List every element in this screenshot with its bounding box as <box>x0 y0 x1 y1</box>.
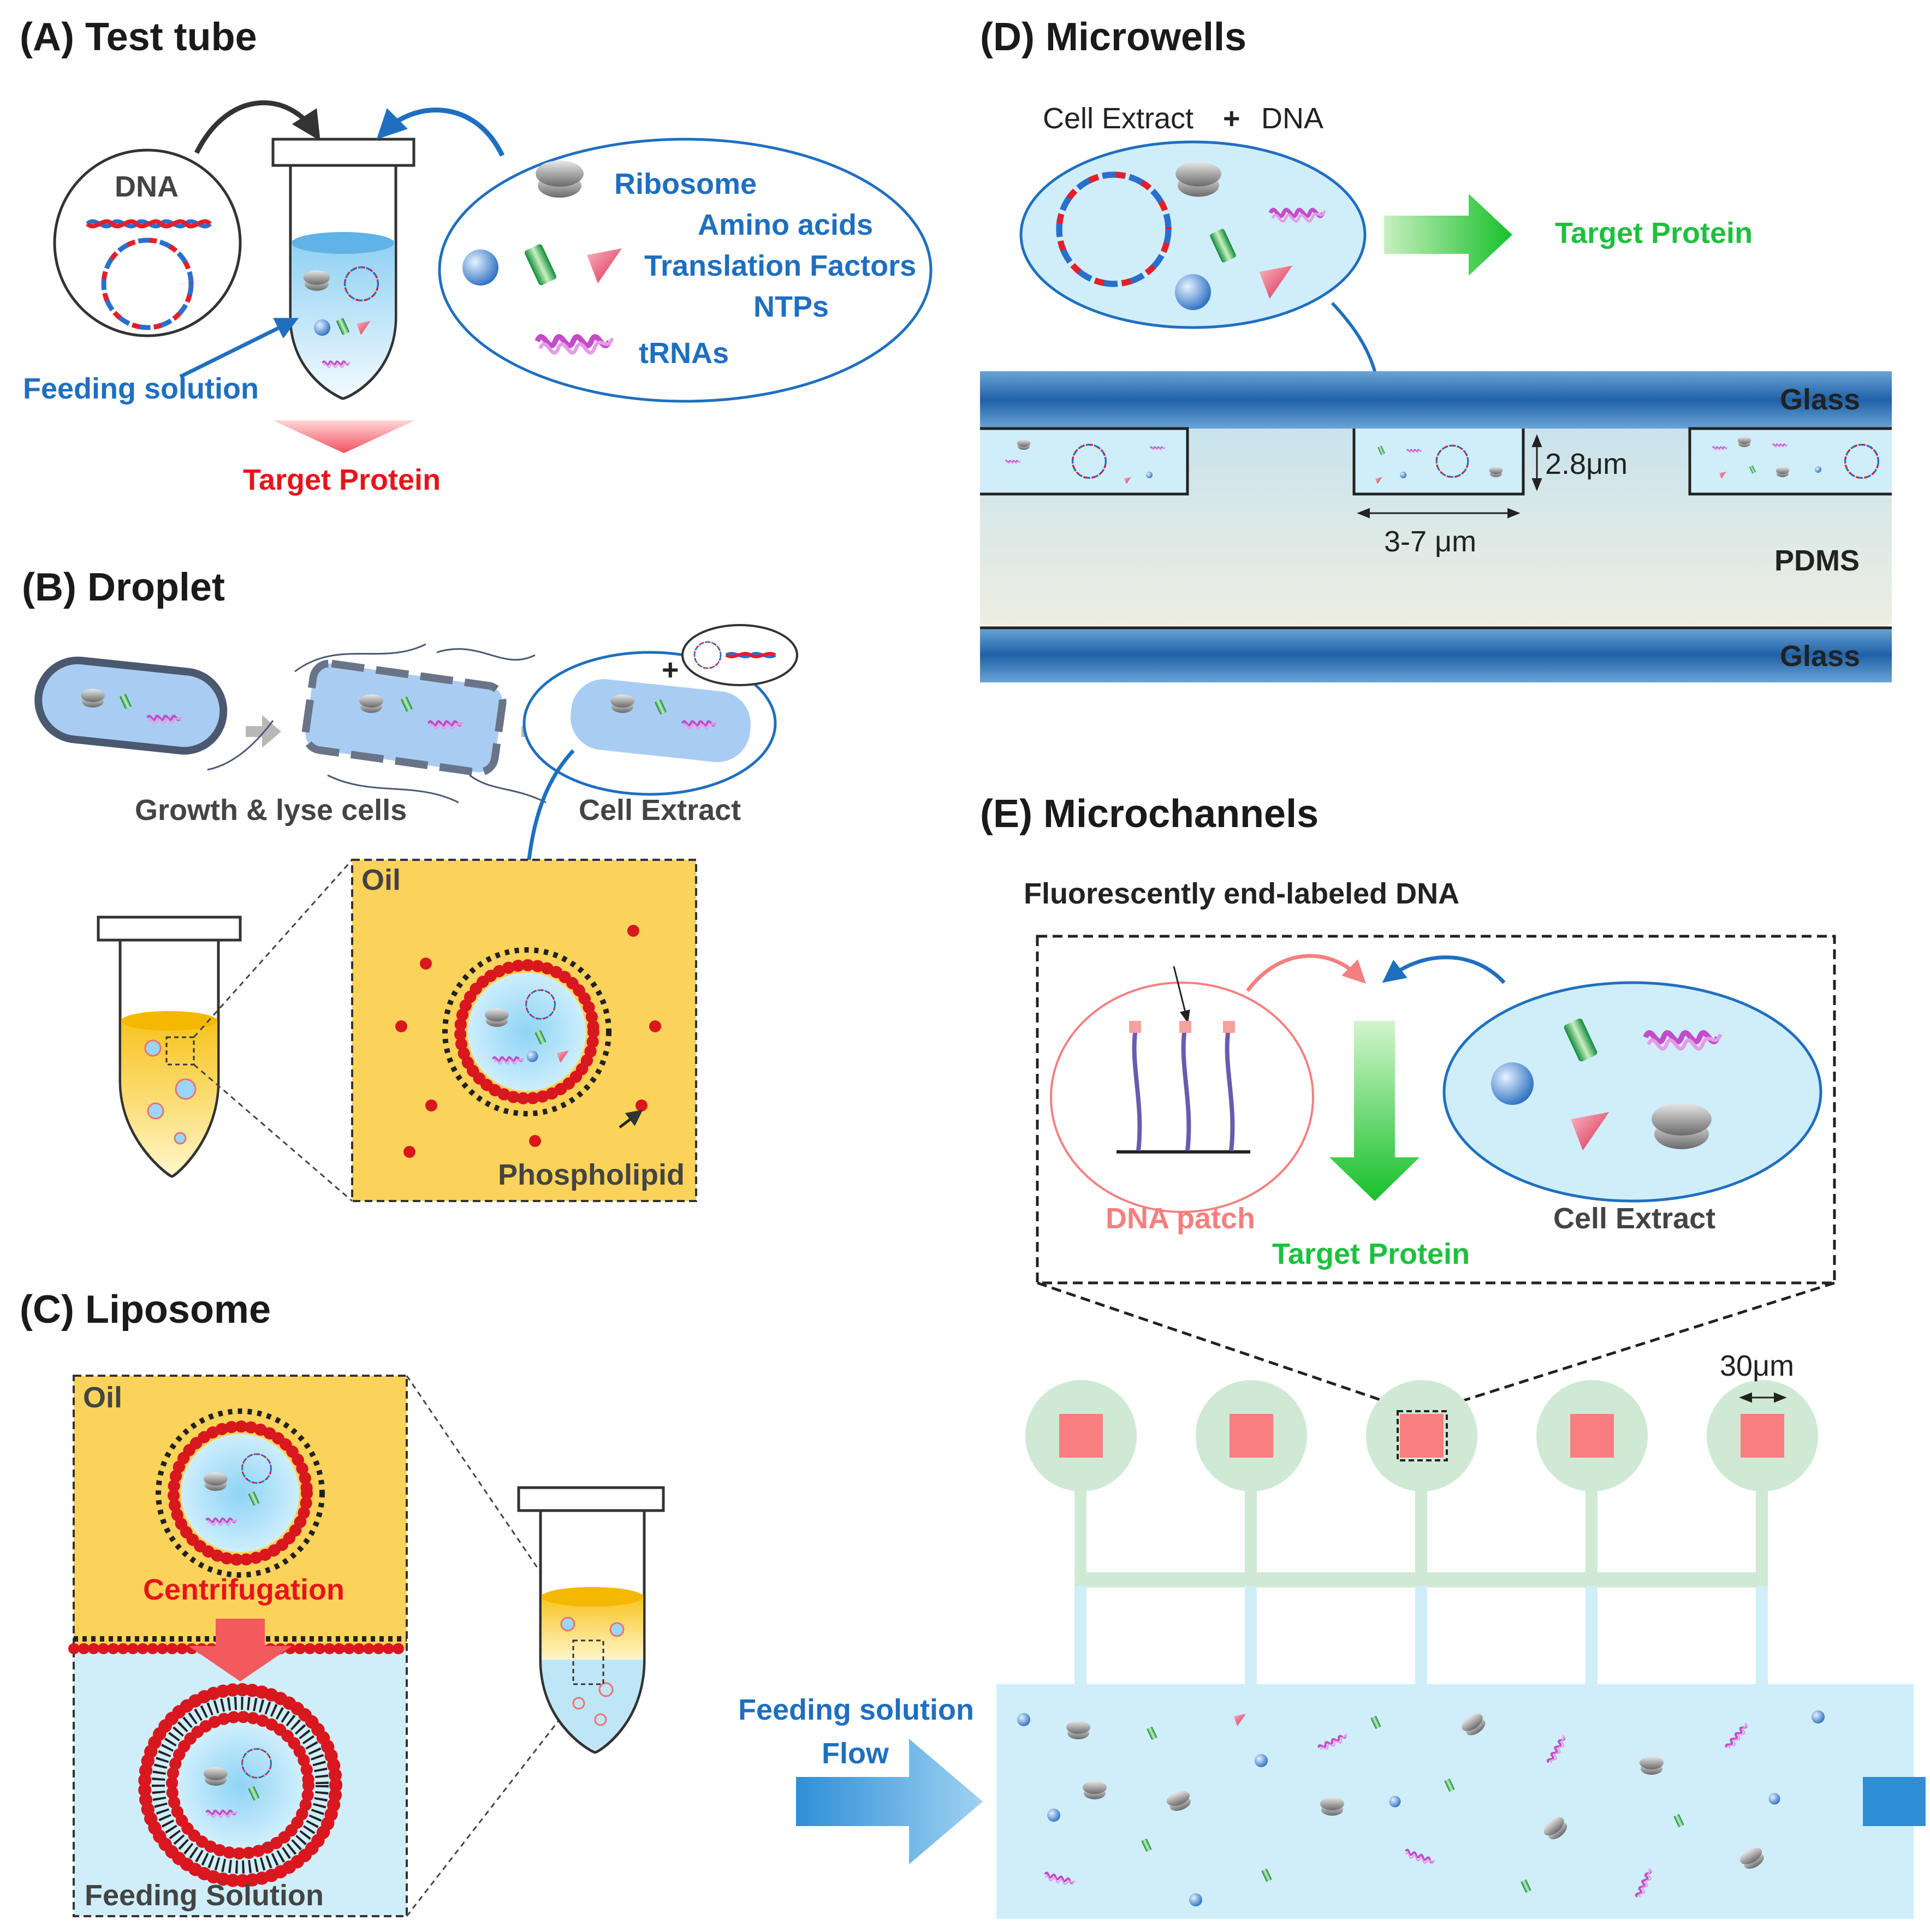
panel-b: (B) Droplet + Growth & ly <box>22 566 798 1202</box>
dna-to-tube-arrow <box>194 100 320 154</box>
b-plus: + <box>662 653 679 686</box>
panel-c-title: (C) Liposome <box>20 1288 271 1331</box>
amino-acids-label: Amino acids <box>698 209 873 241</box>
panel-a-title: (A) Test tube <box>20 15 257 59</box>
microwell-center <box>1352 429 1525 496</box>
d-target-arrow <box>1384 194 1512 276</box>
dna-patch-label: DNA patch <box>1106 1202 1255 1235</box>
amino-acid-icon <box>462 249 498 286</box>
droplet <box>468 973 586 1091</box>
glass-bottom-label: Glass <box>1780 640 1860 673</box>
well-depth-label: 2.8μm <box>1545 448 1628 480</box>
zoom-box <box>1036 935 1836 1285</box>
b-cell-extract-label: Cell Extract <box>579 794 741 827</box>
phospholipid-label: Phospholipid <box>498 1158 685 1191</box>
growth-lyse-label: Growth & lyse cells <box>135 794 407 827</box>
glass-top-label: Glass <box>1780 383 1860 416</box>
d-target-protein-label: Target Protein <box>1555 217 1753 249</box>
d-cell-extract-label: Cell Extract <box>1043 102 1193 135</box>
e-cell-extract-bubble <box>1442 981 1822 1203</box>
d-dna-label: DNA <box>1261 102 1323 135</box>
centrifugation-arrow <box>188 1619 292 1681</box>
tube-cap <box>271 138 415 167</box>
well-width-label: 3-7 μm <box>1384 525 1476 558</box>
liposome <box>180 1725 300 1845</box>
glass-bottom <box>980 628 1892 682</box>
e-feeding-label: Feeding solution <box>738 1693 974 1726</box>
dna-label: DNA <box>115 170 179 203</box>
panel-c: (C) Liposome Oil Centrifugation Feeding … <box>20 1288 665 1917</box>
panel-d: (D) Microwells Cell Extract + DNA Target… <box>980 15 1892 682</box>
c-feeding-label: Feeding Solution <box>85 1879 324 1912</box>
glass-top <box>980 371 1892 429</box>
ribosome-icon <box>536 160 584 198</box>
centrifugation-label: Centrifugation <box>143 1573 345 1606</box>
microwell-right <box>1688 427 1892 496</box>
translation-factors-label: Translation Factors <box>644 249 916 282</box>
lysed-cell <box>207 643 547 804</box>
target-protein-arrow <box>273 420 415 453</box>
panel-b-title: (B) Droplet <box>22 566 225 609</box>
ntps-label: NTPs <box>753 290 829 323</box>
main-channel <box>996 1684 1914 1919</box>
dna-patch-bubble <box>1050 982 1314 1213</box>
fluor-dna-label: Fluorescently end-labeled DNA <box>1024 877 1459 910</box>
e-cell-extract-label: Cell Extract <box>1553 1202 1715 1235</box>
microwell-left <box>980 427 1189 496</box>
panel-e-title: (E) Microchannels <box>980 792 1319 836</box>
trnas-label: tRNAs <box>639 337 729 370</box>
outflow-arrow <box>1863 1777 1926 1826</box>
e-target-protein-label: Target Protein <box>1272 1238 1470 1270</box>
pdms-label: PDMS <box>1774 544 1860 577</box>
chamber-size-label: 30μm <box>1720 1350 1794 1382</box>
flow-arrow <box>796 1739 983 1864</box>
panel-a: (A) Test tube DNA Feeding solution Targe… <box>20 15 933 496</box>
flow-label: Flow <box>822 1737 889 1770</box>
b-oil-label: Oil <box>361 864 401 896</box>
dna-bubble <box>53 148 242 337</box>
target-protein-label: Target Protein <box>243 463 441 496</box>
c-oil-label: Oil <box>83 1381 122 1414</box>
panel-e: (E) Microchannels Fluorescently end-labe… <box>738 792 1926 1919</box>
ribosome-label: Ribosome <box>614 168 757 200</box>
panel-d-title: (D) Microwells <box>980 15 1246 59</box>
feeding-solution-label: Feeding solution <box>23 372 259 405</box>
d-plus: + <box>1223 102 1240 135</box>
e-target-arrow <box>1329 1021 1420 1201</box>
